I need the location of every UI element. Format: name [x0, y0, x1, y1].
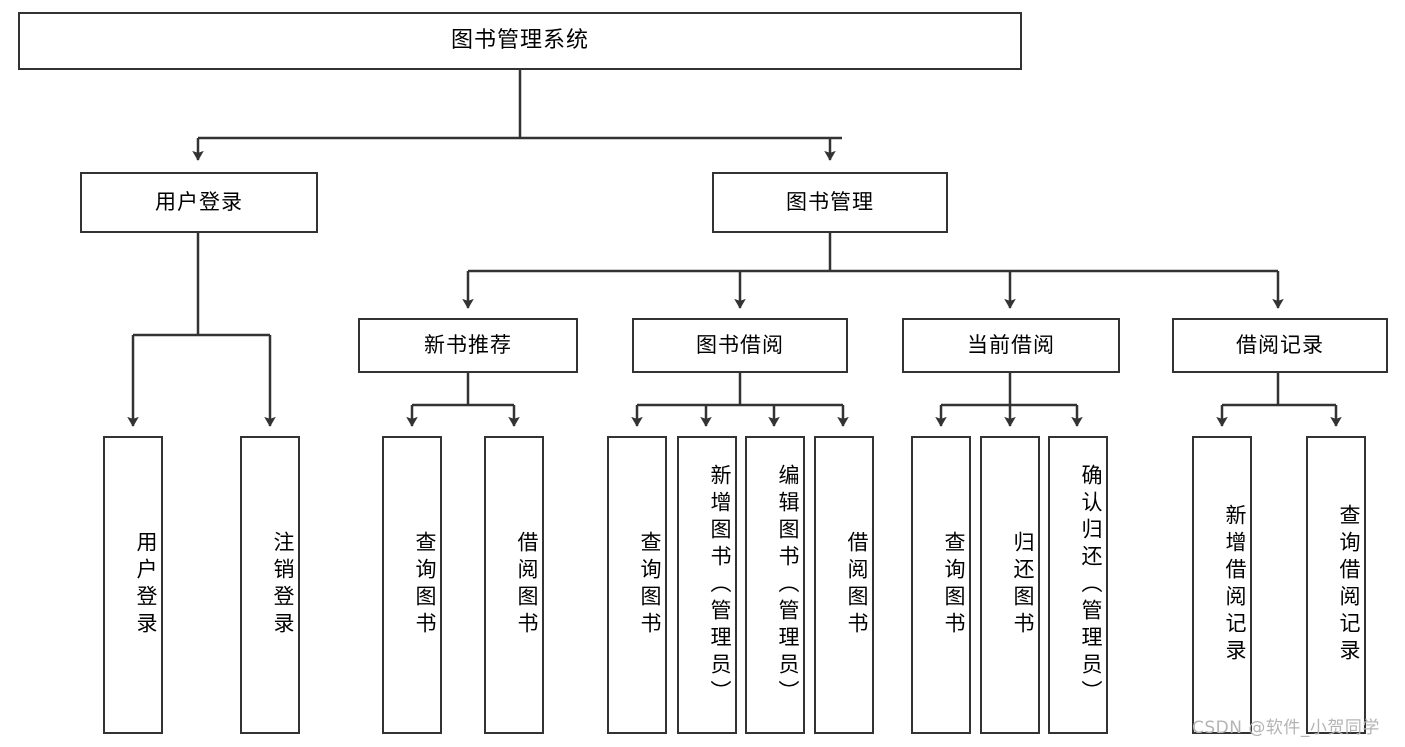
node-leaf-query-book-2-label: 查询图书: [638, 531, 662, 639]
node-book-borrow-label: 图书借阅: [696, 332, 784, 357]
node-leaf-return-book[interactable]: 归还图书: [980, 436, 1040, 734]
node-leaf-borrow-book-1-label: 借阅图书: [515, 531, 539, 639]
node-leaf-user-login-label: 用户登录: [134, 531, 158, 639]
node-user-login[interactable]: 用户登录: [80, 172, 318, 233]
node-leaf-confirm-return-label: 确认归还（管理员）: [1079, 463, 1103, 707]
node-leaf-query-record[interactable]: 查询借阅记录: [1306, 436, 1366, 734]
node-root[interactable]: 图书管理系统: [18, 12, 1022, 70]
node-leaf-edit-book-label: 编辑图书（管理员）: [776, 463, 800, 707]
node-leaf-borrow-book-2[interactable]: 借阅图书: [814, 436, 874, 734]
node-leaf-query-book-2[interactable]: 查询图书: [607, 436, 667, 734]
node-leaf-query-record-label: 查询借阅记录: [1337, 504, 1361, 666]
node-current-borrow[interactable]: 当前借阅: [902, 318, 1120, 373]
node-new-book-recommend[interactable]: 新书推荐: [358, 318, 578, 373]
node-leaf-logout-label: 注销登录: [271, 531, 295, 639]
node-leaf-borrow-book-1[interactable]: 借阅图书: [484, 436, 544, 734]
node-leaf-logout[interactable]: 注销登录: [240, 436, 300, 734]
node-leaf-confirm-return[interactable]: 确认归还（管理员）: [1048, 436, 1108, 734]
node-book-borrow[interactable]: 图书借阅: [632, 318, 848, 373]
node-borrow-record[interactable]: 借阅记录: [1172, 318, 1388, 373]
node-leaf-query-book-1-label: 查询图书: [413, 531, 437, 639]
node-current-borrow-label: 当前借阅: [967, 332, 1055, 357]
node-leaf-edit-book[interactable]: 编辑图书（管理员）: [745, 436, 805, 734]
node-leaf-query-book-1[interactable]: 查询图书: [382, 436, 442, 734]
csdn-watermark: CSDN @软件_小贺同学: [1192, 718, 1380, 738]
node-leaf-add-book[interactable]: 新增图书（管理员）: [677, 436, 737, 734]
node-leaf-borrow-book-2-label: 借阅图书: [845, 531, 869, 639]
node-book-management[interactable]: 图书管理: [712, 172, 948, 233]
node-leaf-add-record-label: 新增借阅记录: [1223, 504, 1247, 666]
node-borrow-record-label: 借阅记录: [1236, 332, 1324, 357]
node-leaf-return-book-label: 归还图书: [1011, 531, 1035, 639]
node-book-management-label: 图书管理: [786, 189, 874, 214]
node-leaf-add-book-label: 新增图书（管理员）: [708, 463, 732, 707]
node-leaf-query-book-3[interactable]: 查询图书: [911, 436, 971, 734]
node-leaf-add-record[interactable]: 新增借阅记录: [1192, 436, 1252, 734]
node-leaf-user-login[interactable]: 用户登录: [103, 436, 163, 734]
node-user-login-label: 用户登录: [155, 189, 243, 214]
node-root-label: 图书管理系统: [450, 27, 589, 53]
node-leaf-query-book-3-label: 查询图书: [942, 531, 966, 639]
node-new-book-recommend-label: 新书推荐: [424, 332, 512, 357]
